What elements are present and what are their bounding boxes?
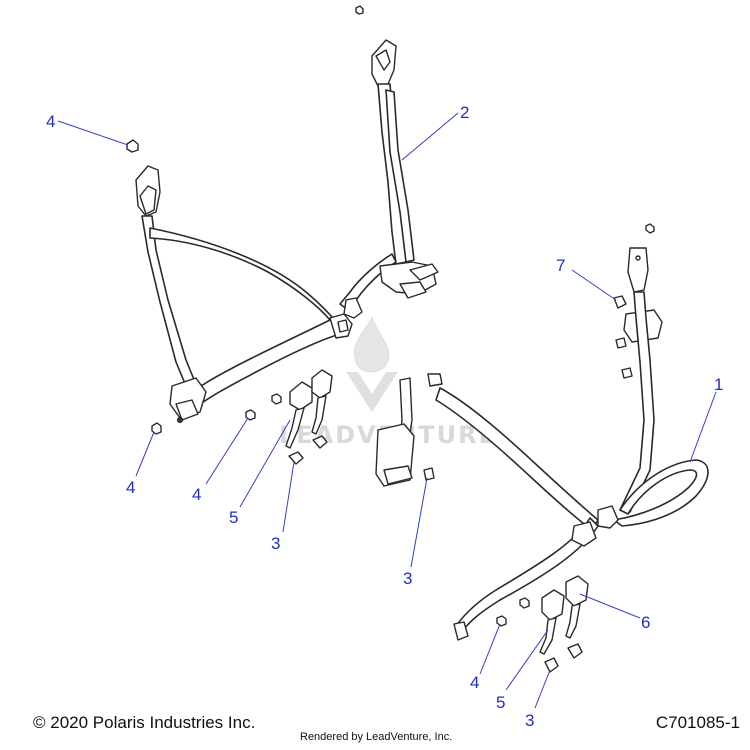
- callout-3-left: 3: [271, 534, 280, 553]
- right-seat-belt-assembly: [375, 247, 709, 641]
- callout-3-mid: 3: [403, 569, 412, 588]
- callout-4-mid: 4: [192, 485, 201, 504]
- callout-4-left: 4: [126, 478, 135, 497]
- callout-7: 7: [556, 256, 565, 275]
- rendered-by-notice: Rendered by LeadVenture, Inc.: [300, 731, 453, 743]
- buckle-pair-right: [539, 575, 589, 655]
- callout-1: 1: [714, 375, 723, 394]
- left-seat-belt-assembly: [135, 165, 353, 423]
- callout-2: 2: [460, 103, 469, 122]
- callout-4-top: 4: [46, 112, 55, 131]
- center-seat-belt-assembly: [339, 39, 439, 319]
- callout-5-right: 5: [496, 693, 505, 712]
- callout-leaders: [57, 112, 717, 709]
- callout-4-right: 4: [470, 673, 479, 692]
- drawing-number: C701085-1: [655, 713, 740, 732]
- callout-labels: 4 2 7 1 4 4 5 3 3 6 4 5 3: [46, 103, 723, 730]
- copyright-notice: © 2020 Polaris Industries Inc.: [33, 713, 256, 732]
- hardware-fasteners: [126, 5, 655, 673]
- callout-6: 6: [641, 613, 650, 632]
- callout-3-right: 3: [525, 711, 534, 730]
- callout-5-left: 5: [229, 508, 238, 527]
- buckle-pair-left: [285, 369, 333, 449]
